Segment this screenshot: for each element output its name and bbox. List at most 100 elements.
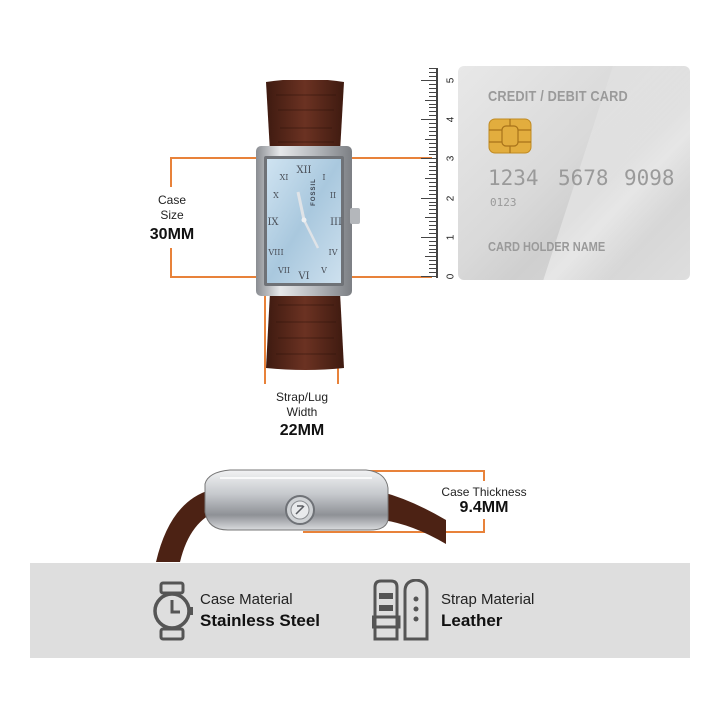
watch-outline-icon <box>153 581 193 641</box>
watch-side-image <box>156 469 446 562</box>
ruler-tick <box>429 268 436 270</box>
card-small-number: 0123 <box>490 196 517 209</box>
card-number-group-3: 9098 <box>624 166 675 190</box>
ruler-tick <box>429 146 436 148</box>
ruler-tick <box>429 115 436 117</box>
strap-left-line <box>264 296 266 438</box>
svg-text:IX: IX <box>267 217 279 228</box>
ruler-tick <box>421 158 436 160</box>
case-left-bracket <box>170 157 172 187</box>
card-chip-icon <box>488 118 532 154</box>
ruler-tick <box>429 87 436 89</box>
ruler-tick <box>429 260 436 262</box>
thickness-value: 9.4MM <box>459 499 509 516</box>
ruler-tick <box>429 134 436 136</box>
svg-text:VI: VI <box>297 271 309 282</box>
ruler-tick <box>429 213 436 215</box>
card-number-group-1: 1234 <box>488 166 539 190</box>
ruler-tick <box>429 225 436 227</box>
ruler-tick <box>425 138 436 140</box>
case-material-label: Case Material <box>200 591 293 608</box>
strap-width-label-line2: Width <box>286 405 318 419</box>
ruler-spine <box>436 68 438 278</box>
ruler-tick <box>429 209 436 211</box>
case-left-bracket-low <box>170 248 172 278</box>
ruler-tick <box>421 197 436 199</box>
svg-text:XII: XII <box>296 165 311 176</box>
svg-text:VIII: VIII <box>267 248 283 257</box>
ruler-tick <box>429 123 436 125</box>
ruler-tick <box>429 248 436 250</box>
credit-card: CREDIT / DEBIT CARD 1234 5678 9098 0123 … <box>458 66 690 280</box>
ruler-tick <box>429 264 436 266</box>
ruler-tick <box>429 166 436 168</box>
thickness-label: Case Thickness <box>441 485 527 499</box>
ruler-tick <box>429 185 436 187</box>
ruler-tick <box>421 276 436 277</box>
ruler-tick <box>429 174 436 176</box>
ruler-tick <box>429 201 436 203</box>
card-title: CREDIT / DEBIT CARD <box>488 88 628 105</box>
ruler-tick <box>429 83 436 85</box>
ruler <box>421 68 459 280</box>
ruler-tick <box>429 232 436 234</box>
ruler-label-2: 2 <box>445 195 457 202</box>
ruler-tick <box>429 162 436 164</box>
ruler-label-3: 3 <box>445 155 457 162</box>
strap-material-label: Strap Material <box>441 591 535 608</box>
ruler-tick <box>429 91 436 93</box>
feature-panel: Case Material Stainless Steel Strap Mate… <box>30 563 690 658</box>
ruler-label-1: 1 <box>445 234 457 241</box>
watch-front-image: XII III VI IX I II IV V VII VIII X XI <box>256 80 360 370</box>
ruler-tick <box>429 193 436 195</box>
ruler-tick <box>429 127 436 129</box>
svg-text:IV: IV <box>329 248 338 257</box>
strap-width-label-line1: Strap/Lug <box>275 390 329 404</box>
ruler-tick <box>425 99 436 101</box>
ruler-tick <box>429 252 436 254</box>
ruler-tick <box>429 205 436 207</box>
svg-text:VII: VII <box>277 266 290 275</box>
case-size-value: 30MM <box>149 226 195 243</box>
svg-text:XI: XI <box>280 173 289 182</box>
ruler-label-0: 0 <box>445 273 457 280</box>
ruler-tick <box>429 189 436 191</box>
thickness-label-backdrop <box>436 481 532 519</box>
ruler-tick <box>429 150 436 152</box>
strap-material-value: Leather <box>441 611 503 630</box>
case-material-value: Stainless Steel <box>200 611 321 630</box>
svg-text:V: V <box>320 266 327 275</box>
case-size-label-line2: Size <box>160 208 184 222</box>
svg-text:I: I <box>322 173 325 182</box>
ruler-tick <box>421 119 436 121</box>
card-holder-name: CARD HOLDER NAME <box>488 239 606 254</box>
thickness-bottom-line <box>303 531 485 533</box>
ruler-tick <box>429 244 436 246</box>
ruler-tick <box>429 130 436 132</box>
ruler-tick <box>425 178 436 179</box>
strap-label-backdrop <box>262 384 342 442</box>
ruler-tick <box>429 103 436 105</box>
ruler-label-5: 5 <box>445 77 457 84</box>
strap-icon <box>372 579 429 641</box>
thickness-top-line <box>303 470 485 472</box>
ruler-tick <box>429 181 436 183</box>
svg-text:X: X <box>273 191 279 200</box>
ruler-tick <box>429 111 436 113</box>
ruler-tick <box>429 142 436 144</box>
ruler-tick <box>429 170 436 172</box>
ruler-tick <box>425 256 436 258</box>
ruler-tick <box>429 272 436 274</box>
ruler-tick <box>425 217 436 219</box>
ruler-tick <box>429 107 436 109</box>
ruler-tick <box>421 236 436 238</box>
strap-width-value: 22MM <box>279 422 325 439</box>
case-size-label-line1: Case <box>157 193 186 207</box>
ruler-tick <box>429 221 436 223</box>
ruler-tick <box>429 72 436 74</box>
ruler-label-4: 4 <box>445 116 457 123</box>
ruler-tick <box>429 95 436 97</box>
card-number-group-2: 5678 <box>558 166 609 190</box>
ruler-tick <box>429 228 436 230</box>
ruler-tick <box>421 80 436 81</box>
